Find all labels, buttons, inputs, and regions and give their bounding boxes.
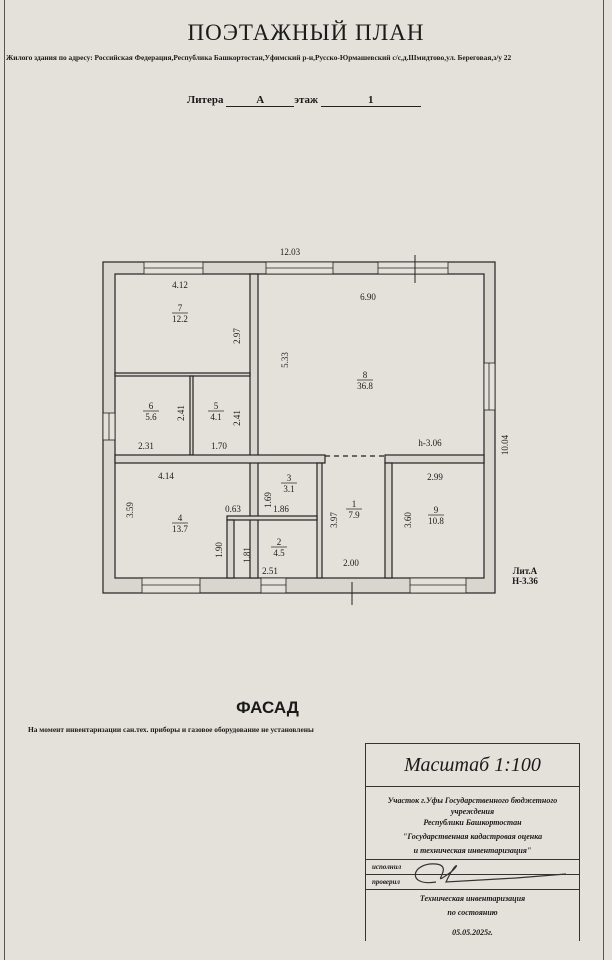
overall-width-dimension: 12.03 [280,247,301,257]
title-block: Масштаб 1:100 Участок г.Уфы Государствен… [365,743,580,941]
dimension-label: 0.63 [225,504,241,514]
dimension-label: 1.90 [214,542,224,558]
dimension-label: 2.51 [262,566,278,576]
room-number: 6 [149,401,154,411]
dimension-label: 2.97 [232,328,242,344]
dimension-label: 2.99 [427,472,443,482]
room-area: 3.1 [283,484,294,494]
litera-label: Литера [187,94,224,106]
org-line: Участок г.Уфы Государственного бюджетног… [387,796,558,816]
room-area: 10.8 [428,516,444,526]
dimension-label: 2.41 [232,410,242,426]
page-title: ПОЭТАЖНЫЙ ПЛАН [187,20,425,45]
room-area: 7.9 [348,510,360,520]
checked-label: проверил [366,875,579,890]
dimension-label: 2.00 [343,558,359,568]
dimension-label: 3.59 [125,502,135,518]
org-line: Республики Башкортостан [423,818,522,827]
inventory-block: Техническая инвентаризация по состоянию … [366,890,579,940]
room-number: 1 [352,499,357,509]
floor-value: 1 [320,94,421,107]
dimension-label: 5.33 [280,352,290,368]
room-area: 13.7 [172,524,188,534]
inventory-line: Техническая инвентаризация [419,894,526,903]
room-area: 5.6 [145,412,157,422]
room-number: 3 [287,473,292,483]
dimension-label: 3.97 [329,512,339,528]
ceiling-height-label: h-3.06 [418,438,442,448]
dimension-label: 4.12 [172,280,188,290]
room-number: 2 [277,537,282,547]
inventory-line: по состоянию [447,908,498,917]
room-area: 4.1 [210,412,221,422]
room-number: 4 [178,513,183,523]
executed-label: исполнил [366,860,579,875]
room-area: 4.5 [273,548,285,558]
room-area: 36.8 [357,381,373,391]
dimension-label: 2.31 [138,441,154,451]
floor-label: этаж [294,94,318,106]
org-line: и техническая инвентаризация" [413,846,532,855]
facade-note: На момент инвентаризации сан.тех. прибор… [28,725,314,734]
page-frame [4,0,604,960]
signature [414,863,567,884]
org-line: "Государственная кадастровая оценка [402,832,543,841]
windows [102,261,496,594]
scale-label: Масштаб 1:100 [366,744,579,787]
overall-depth-dimension: 10.04 [500,434,510,455]
building-label: Лит.А [513,566,538,576]
dimension-label: 1.81 [242,547,252,563]
dimension-label: 4.14 [158,471,174,481]
walls [102,261,496,594]
dimension-label: 1.70 [211,441,227,451]
room-number: 8 [363,370,368,380]
room-number: 9 [434,505,439,515]
dimension-label: 3.60 [403,512,413,528]
facade-title: ФАСАД [236,698,299,717]
dimension-label: 2.41 [176,405,186,421]
signature-rows: исполнил проверил [366,859,579,890]
dimension-label: 1.86 [273,504,289,514]
room-area: 12.2 [172,314,188,324]
dimension-label: 6.90 [360,292,376,302]
room-number: 5 [214,401,219,411]
inventory-date: 05.05.2025г. [452,928,493,937]
room-number: 7 [178,303,183,313]
address-line: Жилого здания по адресу: Российская Феде… [6,53,512,62]
dimension-label: 1.69 [263,492,273,508]
organization: Участок г.Уфы Государственного бюджетног… [366,787,579,856]
litera-value: А [226,94,295,107]
building-height-label: Н-3.36 [512,576,538,586]
